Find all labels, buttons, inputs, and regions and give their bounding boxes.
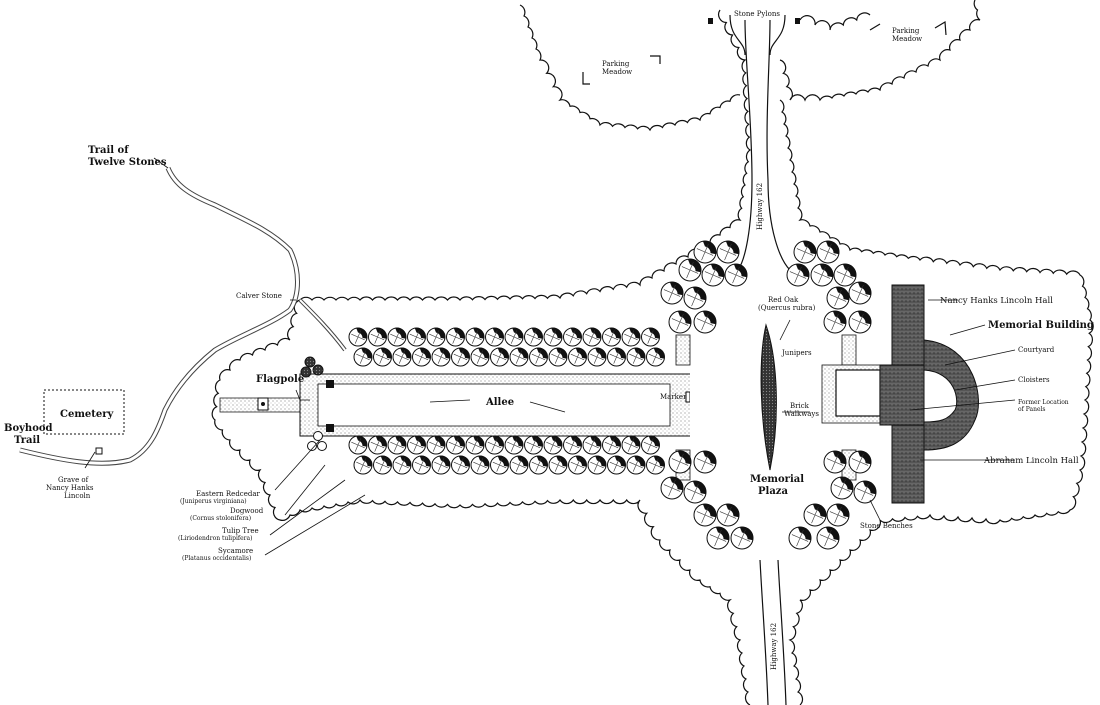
courtyard-block xyxy=(835,369,881,417)
label-grave: Grave of xyxy=(58,476,90,484)
cemetery xyxy=(43,389,125,455)
label-courtyard: Courtyard xyxy=(1018,346,1055,354)
abraham-lincoln-hall-block xyxy=(891,424,925,504)
label-stone-benches: Stone Benches xyxy=(860,522,913,530)
svg-text:Meadow: Meadow xyxy=(892,35,922,43)
stone-pylons xyxy=(708,18,800,24)
label-junipers: Junipers xyxy=(781,349,812,357)
eastern-redcedar-cluster xyxy=(300,356,324,378)
label-memorial-plaza: Memorial xyxy=(750,474,804,485)
label-calver-stone: Calver Stone xyxy=(236,292,282,300)
memorial-building xyxy=(835,284,979,504)
label-flagpole: Flagpole xyxy=(256,374,304,385)
label-stone-pylons: Stone Pylons xyxy=(734,10,780,18)
nancy-hanks-lincoln-hall-block xyxy=(891,284,925,366)
svg-text:(Quercus rubra): (Quercus rubra) xyxy=(758,304,816,312)
label-allee: Allee xyxy=(485,397,514,408)
label-brick-walkways: Brick xyxy=(790,402,810,410)
allee-tree-rows xyxy=(348,327,665,475)
label-eastern-redcedar: Eastern Redcedar xyxy=(196,490,261,498)
allee-walkway xyxy=(299,373,721,437)
svg-text:Plaza: Plaza xyxy=(758,486,788,497)
flagpole-marker xyxy=(257,397,269,411)
map-labels: Stone Pylons Parking Meadow Parking Mead… xyxy=(4,10,1094,670)
label-tulip-tree: Tulip Tree xyxy=(222,527,259,535)
label-boyhood-trail: Boyhood xyxy=(4,423,53,434)
parking-meadow-areas xyxy=(582,20,947,85)
label-sycamore: Sycamore xyxy=(218,547,253,555)
svg-text:(Liriodendron tulipifera): (Liriodendron tulipifera) xyxy=(178,535,252,542)
svg-text:of Panels: of Panels xyxy=(1018,406,1046,413)
svg-text:Twelve Stones: Twelve Stones xyxy=(88,157,167,168)
svg-text:(Juniperus virginiana): (Juniperus virginiana) xyxy=(180,498,247,505)
label-dogwood: Dogwood xyxy=(230,507,264,515)
label-parking-meadow-right: Parking xyxy=(892,27,920,35)
label-highway-top: Highway 162 xyxy=(756,183,764,230)
woodland-boundary xyxy=(211,0,1094,705)
label-trail-twelve-stones: Trail of xyxy=(88,145,129,156)
svg-text:(Platanus occidentalis): (Platanus occidentalis) xyxy=(182,555,251,562)
label-parking-meadow-left: Parking xyxy=(602,60,630,68)
label-highway-bottom: Highway 162 xyxy=(770,623,778,670)
highway-162 xyxy=(729,14,791,705)
plaza-trees xyxy=(660,240,877,550)
label-cemetery: Cemetery xyxy=(60,409,115,420)
label-cloisters: Cloisters xyxy=(1018,376,1050,384)
trails xyxy=(19,166,347,466)
svg-text:Trail: Trail xyxy=(14,435,40,446)
label-former-location: Former Location xyxy=(1018,399,1069,406)
svg-text:Lincoln: Lincoln xyxy=(64,492,91,500)
memorial-plaza xyxy=(690,300,860,520)
svg-text:Meadow: Meadow xyxy=(602,68,632,76)
label-memorial-building: Memorial Building xyxy=(988,320,1094,331)
svg-text:Walkways: Walkways xyxy=(784,410,819,418)
svg-text:Nancy Hanks: Nancy Hanks xyxy=(46,484,94,492)
svg-text:(Cornus stolonifera): (Cornus stolonifera) xyxy=(190,515,251,522)
label-abraham-lincoln-hall: Abraham Lincoln Hall xyxy=(983,456,1079,466)
dogwood-cluster xyxy=(307,431,327,451)
leader-lines xyxy=(84,157,1016,556)
label-red-oak: Red Oak xyxy=(768,296,799,304)
label-nancy-hanks-hall: Nancy Hanks Lincoln Hall xyxy=(940,296,1053,306)
label-marker: Marker xyxy=(660,393,687,401)
